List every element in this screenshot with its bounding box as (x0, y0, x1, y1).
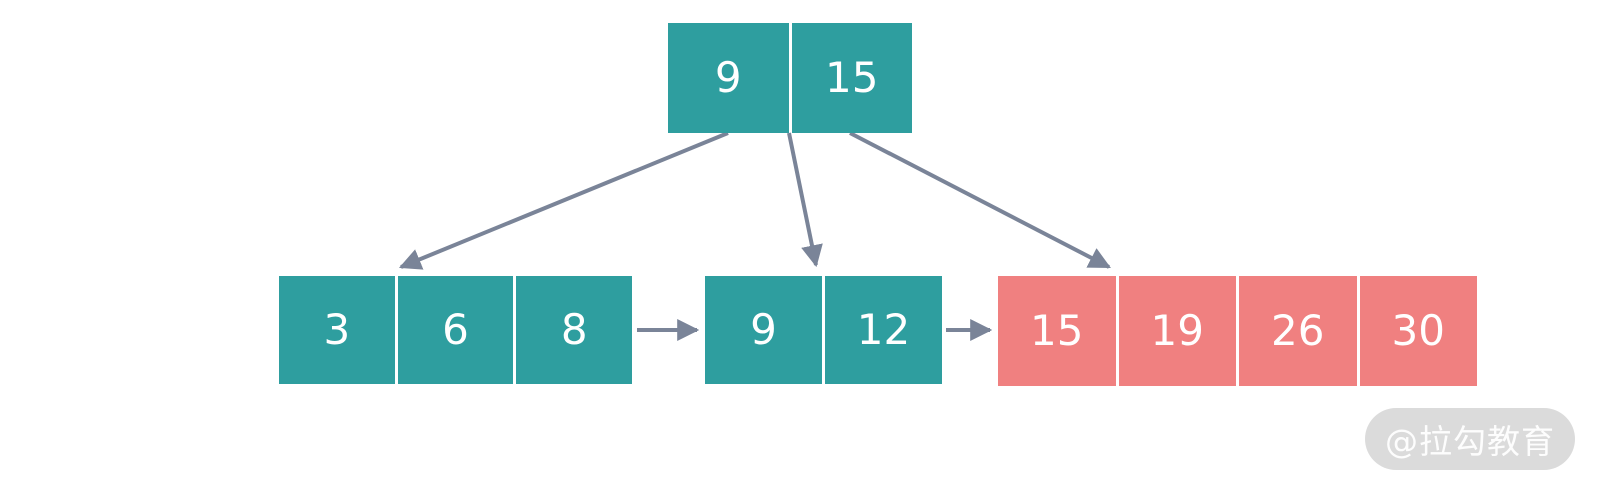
leaf-node-1: 3 6 8 (279, 276, 633, 384)
key-cell: 8 (516, 276, 633, 384)
edge-root-to-leaf1 (398, 131, 729, 270)
watermark-badge: @拉勾教育 (1365, 408, 1575, 470)
key-cell: 30 (1359, 276, 1477, 386)
edge-root-to-leaf2 (787, 132, 823, 268)
leaf-node-3: 15 19 26 30 (998, 276, 1477, 386)
edge-root-to-leaf3 (849, 131, 1111, 269)
key-cell: 9 (668, 23, 789, 133)
key-cell: 15 (998, 276, 1116, 386)
root-node: 9 15 (668, 23, 912, 133)
watermark-text: @拉勾教育 (1385, 422, 1555, 461)
key-cell: 9 (705, 276, 822, 384)
leaf-node-2: 9 12 (705, 276, 942, 384)
key-cell: 6 (397, 276, 514, 384)
key-cell: 19 (1118, 276, 1236, 386)
key-cell: 3 (279, 276, 395, 384)
key-cell: 12 (825, 276, 942, 384)
key-cell: 15 (791, 23, 912, 133)
key-cell: 26 (1239, 276, 1357, 386)
